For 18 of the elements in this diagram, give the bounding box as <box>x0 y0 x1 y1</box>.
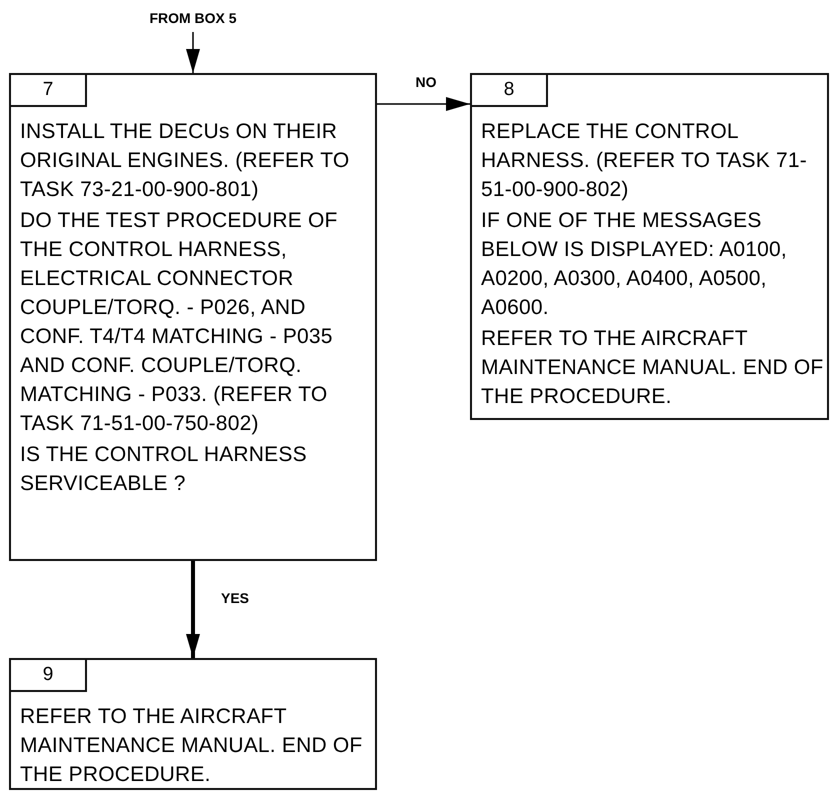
process-box <box>9 658 377 790</box>
instruction-text: REFER TO THE AIRCRAFT MAINTENANCE MANUAL. END OF THE PROCEDURE. <box>481 326 824 410</box>
step-number-tab: 7 <box>11 75 87 107</box>
instruction-text: REPLACE THE CONTROL HARNESS. (REFER TO TASK 71-51-00-900-802) <box>481 119 808 203</box>
instruction-text: DO THE TEST PROCEDURE OF THE CONTROL HARNESS, ELECTRICAL CONNECTOR COUPLE/TORQ. - P026, AND CONF. T4/T4 MATCHING - P035 AND CONF. COUPLE/TORQ. MATCHING - P033. (REFER TO TASK 71-51-00-750-802) <box>20 208 339 437</box>
instruction-text: IF ONE OF THE MESSAGES BELOW IS DISPLAYED: A0100, A0200, A0300, A0400, A0500, A0600. <box>481 208 788 321</box>
arrow <box>186 32 200 73</box>
step-number-tab: 9 <box>11 660 87 692</box>
process-box <box>470 73 829 420</box>
process-box <box>9 73 377 561</box>
arrow <box>377 97 470 111</box>
instruction-text: IS THE CONTROL HARNESS SERVICEABLE ? <box>20 442 308 497</box>
instruction-text: REFER TO THE AIRCRAFT MAINTENANCE MANUAL. END OF THE PROCEDURE. <box>20 704 364 788</box>
instruction-text: INSTALL THE DECUs ON THEIR ORIGINAL ENGINES. (REFER TO TASK 73-21-00-900-801) <box>20 119 350 203</box>
source-label: FROM BOX 5 <box>135 10 251 26</box>
step-number-tab: 8 <box>472 75 548 107</box>
edge-label: NO <box>414 74 438 90</box>
arrow <box>186 561 200 658</box>
